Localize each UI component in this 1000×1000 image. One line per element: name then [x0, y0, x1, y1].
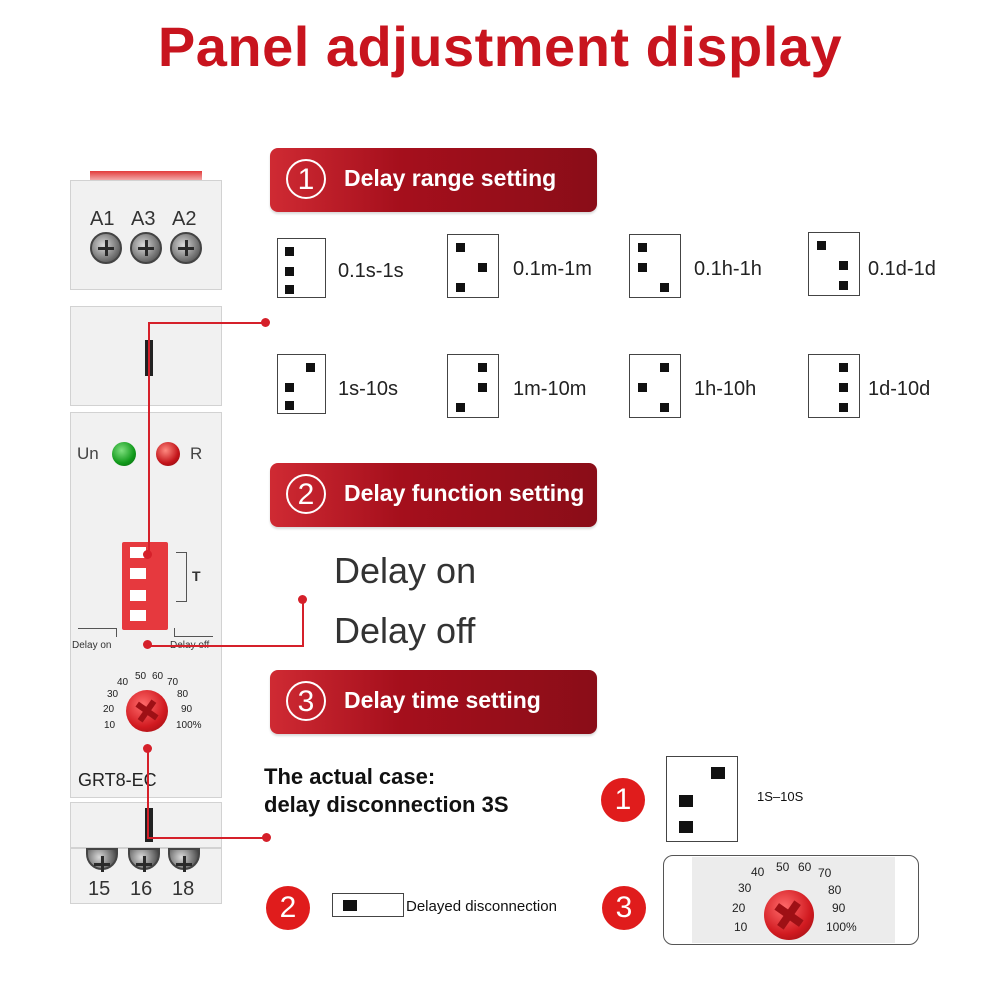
- range-switch-box: [277, 354, 326, 414]
- section-title: Delay range setting: [344, 165, 557, 191]
- example-function-label: Delayed disconnection: [406, 898, 557, 915]
- delay-on-symbol-icon: [78, 628, 117, 637]
- page-title: Panel adjustment display: [157, 15, 843, 78]
- range-switch-box: [277, 238, 326, 298]
- terminal-a3-label: A3: [131, 208, 156, 230]
- dial-mark: 40: [751, 865, 765, 879]
- example-range-switch-box: [666, 756, 738, 842]
- range-label: 1m-10m: [513, 378, 587, 400]
- dial-mark: 60: [152, 671, 164, 682]
- dip-switch-1[interactable]: [130, 547, 146, 558]
- range-switch-box: [808, 232, 860, 296]
- dial-mark: 30: [107, 689, 119, 700]
- section-banner-function: 2 Delay function setting: [270, 463, 597, 527]
- range-label: 0.1d-1d: [868, 258, 936, 280]
- dial-mark: 90: [832, 901, 846, 915]
- screw-icon: [130, 232, 162, 264]
- dip-switch-2[interactable]: [130, 568, 146, 579]
- dial-mark: 90: [181, 704, 193, 715]
- example-title: The actual case:: [264, 764, 436, 789]
- terminal-a2-label: A2: [172, 208, 197, 230]
- dial-mark: 100%: [176, 720, 202, 731]
- dip-bracket-label: T: [192, 568, 201, 584]
- screw-icon: [170, 232, 202, 264]
- terminal-a1-label: A1: [90, 208, 115, 230]
- leader-dot: [298, 595, 307, 604]
- leader-dot: [143, 640, 152, 649]
- section-number: 1: [286, 159, 326, 199]
- terminal-18-label: 18: [172, 878, 195, 900]
- housing-slot: [145, 808, 153, 842]
- dial-mark: 70: [818, 866, 832, 880]
- section-title: Delay function setting: [344, 480, 585, 506]
- example-step-number: 1: [601, 778, 645, 822]
- dial-mark: 10: [104, 720, 116, 731]
- function-delay-off: Delay off: [334, 610, 476, 651]
- leader-line: [148, 322, 150, 554]
- screw-icon: [168, 848, 200, 872]
- leader-line: [147, 837, 267, 839]
- leader-dot: [143, 744, 152, 753]
- range-switch-box: [629, 354, 681, 418]
- example-range-label: 1S–10S: [757, 789, 804, 804]
- leader-dot: [262, 833, 271, 842]
- example-description: delay disconnection 3S: [264, 792, 509, 817]
- dial-mark: 100%: [826, 920, 857, 934]
- section-banner-time: 3 Delay time setting: [270, 670, 597, 734]
- dial-mark: 20: [103, 704, 115, 715]
- function-delay-on: Delay on: [334, 550, 477, 591]
- range-switch-box: [629, 234, 681, 298]
- range-label: 1h-10h: [694, 378, 757, 400]
- leader-dot: [261, 318, 270, 327]
- dial-mark: 80: [177, 689, 189, 700]
- dip-switch-3[interactable]: [130, 590, 146, 601]
- section-title: Delay time setting: [344, 687, 541, 713]
- power-led-icon: [112, 442, 136, 466]
- screw-icon: [90, 232, 122, 264]
- range-label: 0.1h-1h: [694, 258, 762, 280]
- leader-dot: [143, 550, 152, 559]
- example-step-number: 3: [602, 886, 646, 930]
- led-un-label: Un: [77, 444, 99, 463]
- example-function-switch: [332, 893, 404, 917]
- range-label: 0.1s-1s: [338, 260, 404, 282]
- device-top-cap: [90, 171, 202, 181]
- section-number: 2: [286, 474, 326, 514]
- dial-mark: 40: [117, 677, 129, 688]
- dip-bracket: [176, 552, 187, 602]
- section-number: 3: [286, 681, 326, 721]
- example-step-number: 2: [266, 886, 310, 930]
- screw-icon: [128, 848, 160, 872]
- dial-mark: 50: [776, 860, 790, 874]
- dial-mark: 70: [167, 677, 179, 688]
- leader-line: [302, 600, 304, 647]
- delay-off-symbol-icon: [174, 628, 213, 637]
- section-banner-range: 1 Delay range setting: [270, 148, 597, 212]
- terminal-16-label: 16: [130, 878, 153, 900]
- range-label: 0.1m-1m: [513, 258, 592, 280]
- dip-switch-4[interactable]: [130, 610, 146, 621]
- range-label: 1s-10s: [338, 378, 399, 400]
- device-delay-on-label: Delay on: [72, 640, 112, 651]
- leader-line: [148, 322, 266, 324]
- dial-mark: 10: [734, 920, 748, 934]
- dial-mark: 60: [798, 860, 812, 874]
- dial-mark: 20: [732, 901, 746, 915]
- led-r-label: R: [190, 444, 203, 463]
- range-switch-box: [447, 234, 499, 298]
- screw-icon: [86, 848, 118, 872]
- dial-mark: 50: [135, 671, 147, 682]
- relay-led-icon: [156, 442, 180, 466]
- dial-mark: 80: [828, 883, 842, 897]
- range-label: 1d-10d: [868, 378, 931, 400]
- leader-line: [147, 748, 149, 839]
- leader-line: [150, 645, 304, 647]
- dial-mark: 30: [738, 881, 752, 895]
- range-switch-box: [808, 354, 860, 418]
- device-model-label: GRT8-EC: [78, 770, 157, 790]
- range-switch-box: [447, 354, 499, 418]
- terminal-15-label: 15: [88, 878, 111, 900]
